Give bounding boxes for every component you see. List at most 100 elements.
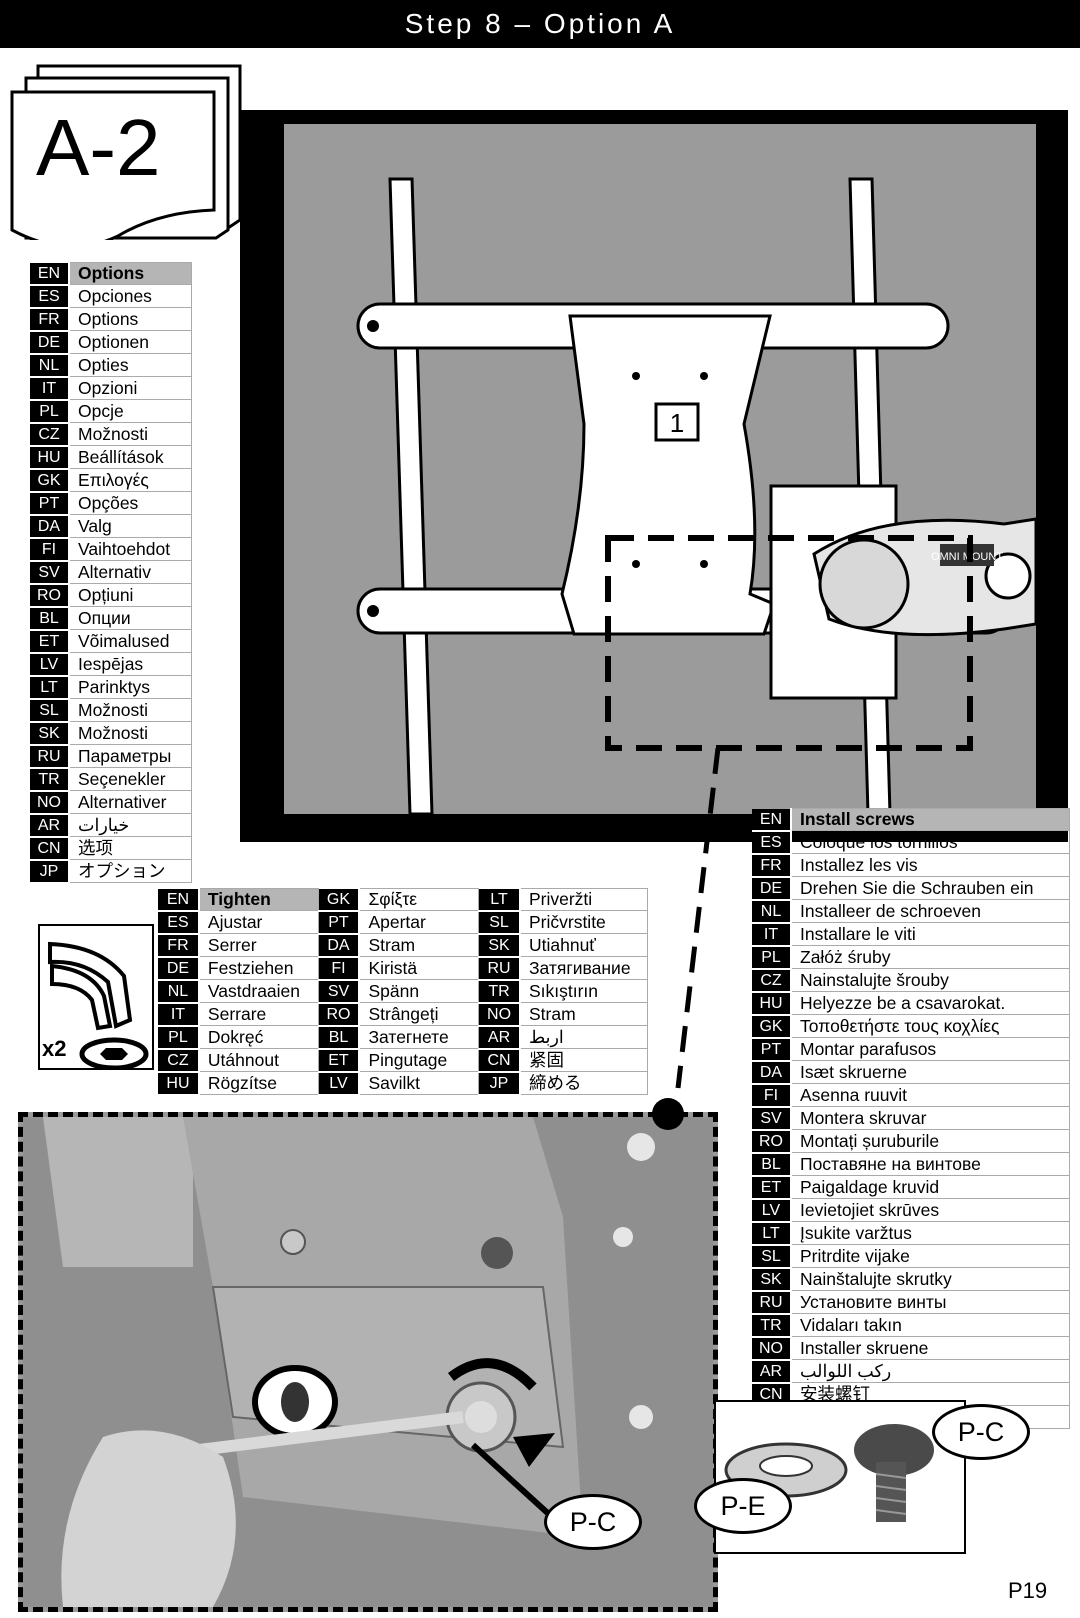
tighten-text: Dokręć xyxy=(198,1025,319,1049)
language-code: LT xyxy=(30,675,70,700)
tighten-text: Затегнете xyxy=(358,1025,480,1049)
tighten-text: 締める xyxy=(519,1071,648,1095)
tighten-text: Serrer xyxy=(198,933,319,957)
language-code: AR xyxy=(30,813,70,838)
options-text: Možnosti xyxy=(68,698,192,722)
left-rail xyxy=(388,177,434,814)
tighten-text: Sıkıştırın xyxy=(519,979,648,1003)
install-text: Vidaları takın xyxy=(790,1313,1070,1337)
parts-box xyxy=(714,1400,966,1554)
step-tab-graphic xyxy=(10,64,242,240)
language-code: RU xyxy=(30,744,70,769)
options-text: Možnosti xyxy=(68,721,192,745)
language-code: CZ xyxy=(752,968,792,993)
install-text: Montera skruvar xyxy=(790,1106,1070,1130)
language-code: SK xyxy=(752,1267,792,1292)
language-code: FI xyxy=(30,537,70,562)
tighten-text: Ajustar xyxy=(198,910,319,934)
language-code: RO xyxy=(318,1002,361,1027)
language-code: ES xyxy=(30,284,70,309)
tool-box: x2 xyxy=(38,924,154,1071)
language-code: BL xyxy=(318,1025,361,1050)
language-code: ET xyxy=(30,629,70,654)
language-code: DE xyxy=(158,956,200,981)
language-code: BL xyxy=(30,606,70,631)
language-code: ET xyxy=(752,1175,792,1200)
options-text: Options xyxy=(68,307,192,331)
language-code: NL xyxy=(30,353,70,378)
options-text: Beállítások xyxy=(68,445,192,469)
language-code: FI xyxy=(318,956,361,981)
page-header: Step 8 – Option A xyxy=(0,0,1080,48)
language-code: DA xyxy=(30,514,70,539)
language-code: IT xyxy=(158,1002,200,1027)
options-text: Seçenekler xyxy=(68,767,192,791)
tighten-text: اربط xyxy=(519,1025,648,1049)
language-code: HU xyxy=(30,445,70,470)
language-code: RO xyxy=(30,583,70,608)
language-code: IT xyxy=(752,922,792,947)
language-code: RU xyxy=(478,956,521,981)
language-code: SL xyxy=(30,698,70,723)
language-code: SV xyxy=(30,560,70,585)
language-code: SL xyxy=(478,910,521,935)
options-text: Optionen xyxy=(68,330,192,354)
options-text: Opções xyxy=(68,491,192,515)
language-code: SV xyxy=(752,1106,792,1131)
options-text: Options xyxy=(68,262,192,285)
language-code: PT xyxy=(30,491,70,516)
language-code: HU xyxy=(752,991,792,1016)
install-text: Install screws xyxy=(790,808,1070,831)
language-code: PL xyxy=(30,399,70,424)
language-code: CZ xyxy=(158,1048,200,1073)
install-text: Isæt skruerne xyxy=(790,1060,1070,1084)
options-text: Alternativer xyxy=(68,790,192,814)
options-text: Опции xyxy=(68,606,192,630)
tighten-text: Rögzítse xyxy=(198,1071,319,1095)
options-text: Võimalused xyxy=(68,629,192,653)
tighten-text: Strângeți xyxy=(358,1002,480,1026)
language-code: FI xyxy=(752,1083,792,1108)
tighten-text: Затягивание xyxy=(519,956,648,980)
options-text: Επιλογές xyxy=(68,468,192,492)
language-code: AR xyxy=(752,1359,792,1384)
language-code: LV xyxy=(318,1071,361,1096)
page-number: P19 xyxy=(1008,1578,1048,1603)
install-text: Installeer de schroeven xyxy=(790,899,1070,923)
tighten-text: Pingutage xyxy=(358,1048,480,1072)
language-code: JP xyxy=(478,1071,521,1096)
tighten-text: Savilkt xyxy=(358,1071,480,1095)
detail-photo-drawing xyxy=(23,1117,713,1607)
language-code: NO xyxy=(478,1002,521,1027)
language-code: BL xyxy=(752,1152,792,1177)
install-text: Coloque los tornillos xyxy=(790,830,1070,854)
